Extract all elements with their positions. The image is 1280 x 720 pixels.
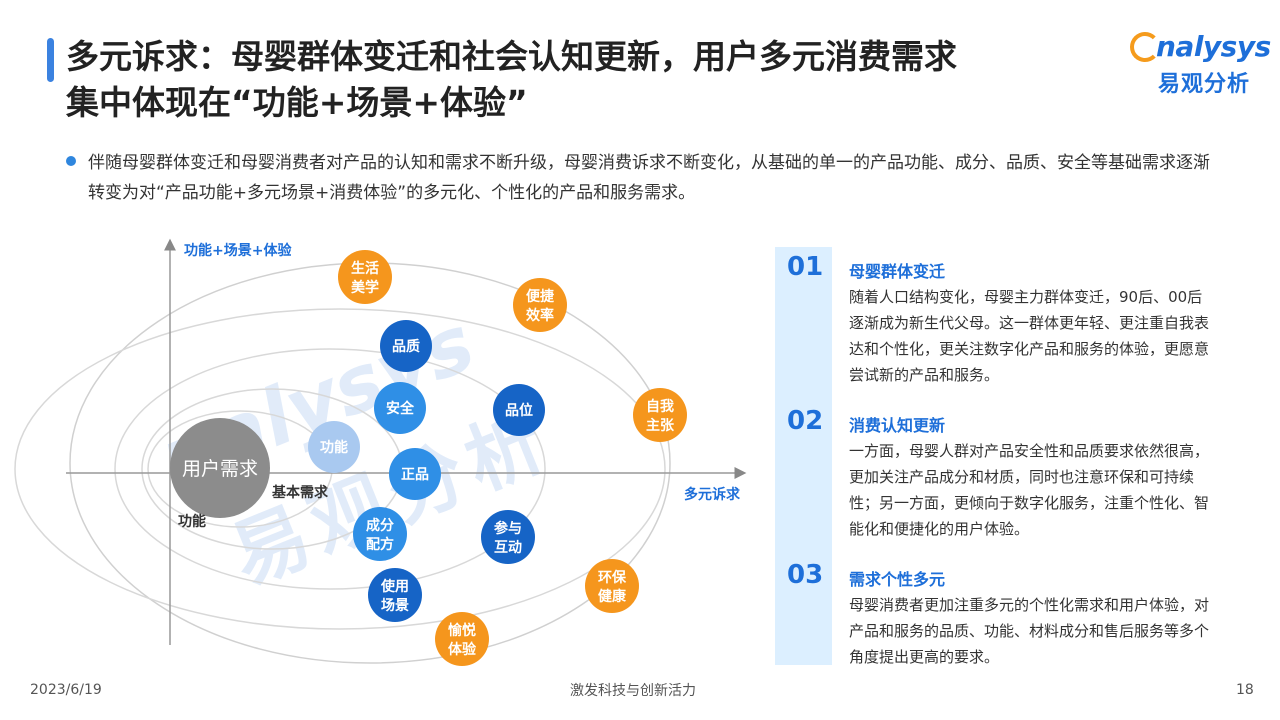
page-title: 多元诉求：母婴群体变迁和社会认知更新，用户多元消费需求 集中体现在“功能+场景+… xyxy=(66,34,1126,126)
node-chengfen-label: 成分配方 xyxy=(366,517,394,553)
footer-date: 2023/6/19 xyxy=(30,682,102,698)
item-2-desc: 一方面，母婴人群对产品安全性和品质要求依然很高，更加关注产品成分和材质，同时也注… xyxy=(849,442,1210,538)
page-number: 18 xyxy=(1236,682,1254,698)
node-bianjie-label: 便捷效率 xyxy=(526,288,555,324)
analysys-logo: nalysys 易观分析 xyxy=(1130,30,1271,97)
node-huanbao-circle xyxy=(585,559,639,613)
node-pinzhi-circle xyxy=(380,320,432,372)
item-1-number: 01 xyxy=(787,252,824,282)
node-bianjie-circle xyxy=(513,278,567,332)
item-1-title: 母婴群体变迁 xyxy=(849,262,946,281)
node-shenghuo-label: 生活美学 xyxy=(351,260,379,296)
item-2-title: 消费认知更新 xyxy=(849,416,946,435)
logo-english: nalysys xyxy=(1156,30,1271,63)
center-label: 用户需求 xyxy=(182,458,258,480)
x-axis-label: 多元诉求 xyxy=(684,486,741,503)
ring-3 xyxy=(14,308,666,630)
numbers-band xyxy=(775,247,832,665)
item-3-desc: 母婴消费者更加注重多元的个性化需求和用户体验，对产品和服务的品质、功能、材料成分… xyxy=(849,596,1210,666)
node-canyu-circle xyxy=(481,510,535,564)
node-ziwo-circle xyxy=(633,388,687,442)
title-line-2: 集中体现在“功能+场景+体验” xyxy=(66,83,528,122)
node-pinwei-label: 品位 xyxy=(505,402,533,419)
ring-label-function: 功能 xyxy=(178,513,206,530)
node-anquan-circle xyxy=(374,382,426,434)
y-axis-label: 功能+场景+体验 xyxy=(184,242,292,259)
item-3-title: 需求个性多元 xyxy=(849,570,946,589)
logo-swoosh-icon xyxy=(1130,32,1160,62)
node-chengfen-circle xyxy=(353,507,407,561)
node-shiyong-circle xyxy=(368,568,422,622)
node-zhengpin-circle xyxy=(389,448,441,500)
ring-label-basic: 基本需求 xyxy=(272,484,329,501)
node-huanbao-label: 环保健康 xyxy=(598,569,627,605)
node-shiyong-label: 使用场景 xyxy=(380,578,409,614)
item-2-number: 02 xyxy=(787,406,824,436)
node-yuyue-label: 愉悦体验 xyxy=(448,622,477,658)
node-yuyue-circle xyxy=(435,612,489,666)
node-ziwo-label: 自我主张 xyxy=(646,398,675,434)
node-anquan-label: 安全 xyxy=(386,400,415,417)
item-1-desc: 随着人口结构变化，母婴主力群体变迁，90后、00后逐渐成为新生代父母。这一群体更… xyxy=(849,288,1210,384)
node-pinzhi-label: 品质 xyxy=(392,338,420,355)
node-shenghuo-circle xyxy=(338,250,392,304)
title-line-1: 多元诉求：母婴群体变迁和社会认知更新，用户多元消费需求 xyxy=(66,37,957,76)
node-gongneng-label: 功能 xyxy=(320,439,348,456)
footer-slogan: 激发科技与创新活力 xyxy=(570,683,696,699)
logo-chinese: 易观分析 xyxy=(1158,72,1251,97)
ring-2 xyxy=(114,348,546,590)
bullet-dot-icon xyxy=(66,156,76,166)
node-zhengpin-label: 正品 xyxy=(401,467,429,483)
item-3-number: 03 xyxy=(787,560,824,590)
node-gongneng-circle xyxy=(308,421,360,473)
title-accent-bar xyxy=(47,38,54,82)
center-circle xyxy=(170,418,270,518)
node-canyu-label: 参与互动 xyxy=(494,520,522,556)
intro-paragraph: 伴随母婴群体变迁和母婴消费者对产品的认知和需求不断升级，母婴消费诉求不断变化，从… xyxy=(88,153,1210,203)
node-pinwei-circle xyxy=(493,384,545,436)
